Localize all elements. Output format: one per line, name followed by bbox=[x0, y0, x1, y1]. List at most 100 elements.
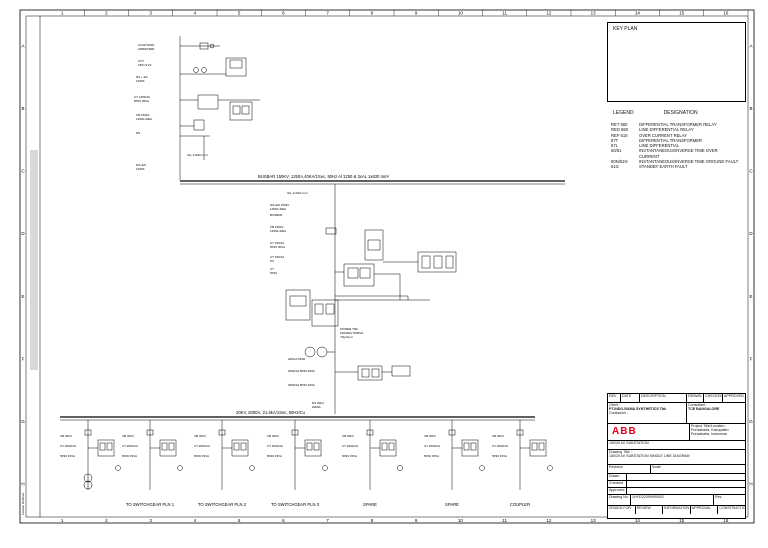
row-letter: D bbox=[21, 231, 25, 236]
column-number: 10 bbox=[458, 518, 464, 523]
legend-code: 51G bbox=[611, 164, 619, 169]
svg-text:1250A 40kA: 1250A 40kA bbox=[270, 207, 286, 211]
svg-text:5P20 30VA: 5P20 30VA bbox=[134, 99, 149, 103]
revision-header: REV DATE DESCRIPTION DRAWN CHECKED APPRO… bbox=[608, 394, 745, 403]
drawing-number: 1HYD220999S0001 bbox=[631, 495, 714, 505]
legend-description: INSTANTANEOUS/INVERSE TIME OVER CURRENT bbox=[639, 148, 718, 159]
issued-for-cell: CONSTRUCTION bbox=[719, 506, 745, 510]
row-letter: G bbox=[21, 419, 25, 424]
svg-text:CB 150kV: CB 150kV bbox=[270, 225, 284, 229]
svg-text:CB 150kV: CB 150kV bbox=[136, 113, 150, 117]
svg-text:CT 150/1A: CT 150/1A bbox=[270, 241, 284, 245]
column-number: 10 bbox=[458, 11, 464, 16]
revision-label: Revision bbox=[608, 465, 651, 473]
row-letter: H bbox=[749, 482, 752, 487]
column-number: 7 bbox=[326, 518, 329, 523]
legend-heading: LEGEND bbox=[613, 110, 634, 116]
outer-frame bbox=[19, 9, 755, 524]
feeder-device-label: 5P20 15VA bbox=[342, 454, 357, 458]
svg-text:150/20kV 60MVA: 150/20kV 60MVA bbox=[340, 331, 363, 335]
column-number: 13 bbox=[591, 11, 597, 16]
drawing-title-label: Drawing Title : bbox=[609, 450, 632, 454]
svg-text:DS+ES 150kV: DS+ES 150kV bbox=[270, 203, 289, 207]
consultant-label: Consultant : bbox=[688, 403, 708, 407]
svg-text:LIGHTNING: LIGHTNING bbox=[138, 43, 155, 47]
column-number: 2 bbox=[105, 11, 108, 16]
feeder-device-label: CB 20kV bbox=[267, 434, 279, 438]
legend-code: 50/51 bbox=[611, 148, 622, 154]
column-number: 16 bbox=[723, 11, 729, 16]
column-number: 16 bbox=[723, 518, 729, 523]
legend-row: 51G STANDBY EARTH FAULT bbox=[611, 164, 744, 169]
svg-text:BUSBAR: BUSBAR bbox=[270, 213, 283, 217]
svg-text:2000/1A 5P20 30VA: 2000/1A 5P20 30VA bbox=[288, 369, 315, 373]
issued-for-cell: REVIEW bbox=[636, 506, 664, 514]
column-number: 14 bbox=[635, 518, 641, 523]
legend-code: RET 650 bbox=[611, 122, 628, 127]
svg-text:5P20 30VA: 5P20 30VA bbox=[270, 245, 285, 249]
column-number: 7 bbox=[326, 11, 329, 16]
svg-text:2000A: 2000A bbox=[312, 405, 321, 409]
hv-busbar-label: BUSBAR 150KV, 1250A,40KA/1Sec, 50Hz Al 1… bbox=[258, 174, 390, 179]
title-block: REV DATE DESCRIPTION DRAWN CHECKED APPRO… bbox=[607, 393, 746, 519]
hv-incoming bbox=[179, 36, 260, 180]
svg-text:1250A 40kA: 1250A 40kA bbox=[136, 117, 152, 121]
row-letter: H bbox=[21, 482, 24, 487]
svg-text:CVT: CVT bbox=[138, 59, 144, 63]
drawing-no-label: Drawing No. bbox=[608, 495, 631, 505]
column-number: 12 bbox=[546, 11, 552, 16]
column-number: 12 bbox=[546, 518, 552, 523]
svg-text:PX: PX bbox=[270, 259, 274, 263]
column-number: 8 bbox=[371, 518, 374, 523]
legend-description: INSTANTANEOUS/INVERSE TIME GROUND FAULT bbox=[639, 158, 739, 164]
description-col: DESCRIPTION bbox=[640, 394, 687, 402]
rev-col: REV bbox=[608, 394, 621, 402]
feeder-device-label: CB 20kV bbox=[342, 434, 354, 438]
checked-col: CHECKED bbox=[704, 394, 723, 402]
column-number: 13 bbox=[591, 518, 597, 523]
feeder-device-label: CT 2000/1A bbox=[492, 444, 508, 448]
legend-description: LINE DIFFERENTIAL bbox=[639, 143, 680, 148]
legend-row: REF 615 OVER CURRENT RELAY bbox=[611, 133, 744, 138]
column-number: 3 bbox=[149, 518, 152, 523]
legend-description: STANDBY EARTH FAULT bbox=[639, 164, 688, 169]
feeder-device-label: CT 2000/1A bbox=[424, 444, 440, 448]
legend-row: 50/51 INSTANTANEOUS/INVERSE TIME OVER CUR… bbox=[611, 148, 744, 159]
legend-description: OVER CURRENT RELAY bbox=[639, 132, 688, 138]
column-number: 6 bbox=[282, 518, 285, 523]
feeder-label: TO SWITCHGEAR PLN 3 bbox=[271, 502, 320, 507]
svg-text:1250A: 1250A bbox=[136, 167, 145, 171]
row-letter: G bbox=[749, 419, 753, 424]
client-name: PT.INDO-RAMA SYNTHETICS Tbk bbox=[609, 407, 667, 412]
legend-code: RED 650 bbox=[611, 127, 628, 133]
feeder-device-label: 5P20 15VA bbox=[194, 454, 209, 458]
issued-for-cell: APPROVAL bbox=[691, 506, 719, 514]
consultant-name: TCE BANGALORE bbox=[688, 407, 720, 412]
row-letter: B bbox=[21, 106, 24, 111]
column-number: 8 bbox=[371, 11, 374, 16]
column-number: 4 bbox=[194, 11, 197, 16]
drawn-col: DRAWN bbox=[687, 394, 704, 402]
aux-transformer bbox=[83, 473, 93, 483]
legend-code: REF 615 bbox=[611, 132, 628, 138]
column-number: 4 bbox=[194, 518, 197, 523]
row-letter: A bbox=[749, 43, 752, 48]
column-number: 15 bbox=[679, 518, 685, 523]
svg-text:CT: CT bbox=[270, 267, 274, 271]
rev-label: Rev. bbox=[715, 495, 723, 499]
column-numbers: 1122334455667788991010111112121313141415… bbox=[61, 10, 749, 523]
feeder-device-label: CB 20kV bbox=[122, 434, 134, 438]
column-number: 11 bbox=[502, 11, 507, 16]
column-number: 14 bbox=[635, 11, 641, 16]
